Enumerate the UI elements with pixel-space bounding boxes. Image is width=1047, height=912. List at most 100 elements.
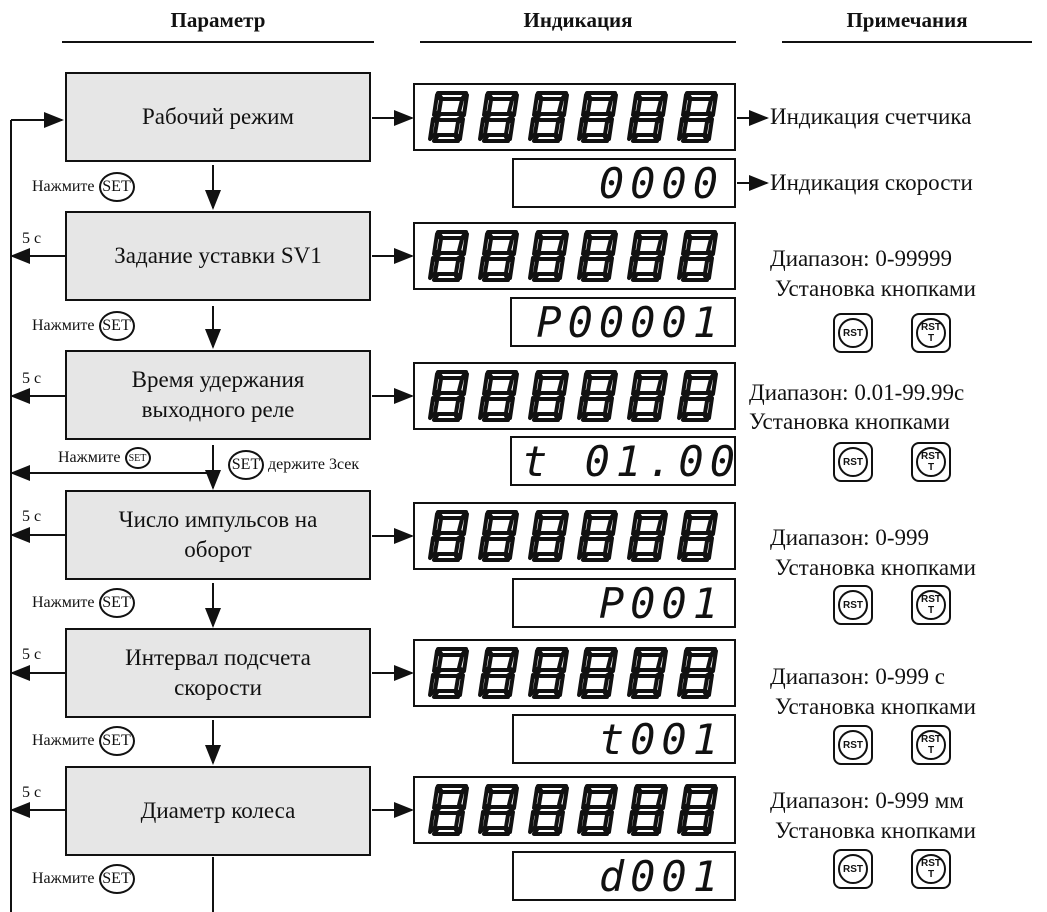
sub-display: t001 <box>512 714 736 764</box>
note-range: Диапазон: 0-999 мм <box>770 788 964 813</box>
rst-label: RST <box>921 858 941 869</box>
set-button-icon: SET <box>98 864 135 894</box>
main-display <box>413 222 736 290</box>
param-label: Интервал подсчета скорости <box>125 645 311 700</box>
note-range: Диапазон: 0-999 с <box>770 664 945 689</box>
seven-segment-digit <box>677 370 719 422</box>
header-param: Параметр <box>62 8 374 43</box>
seven-segment-digit <box>577 370 619 422</box>
set-button-icon: SET <box>124 447 151 469</box>
note-set-with-buttons: Установка кнопками <box>775 555 976 580</box>
note-set-with-buttons: Установка кнопками <box>775 276 976 301</box>
rst-label: RST <box>843 456 863 468</box>
timeout-label: 5 с <box>22 508 42 525</box>
seven-segment-digit <box>427 370 469 422</box>
seven-segment-digit <box>677 91 719 143</box>
press-text: Нажмите <box>32 870 95 887</box>
note-set-with-buttons: Установка кнопками <box>775 818 976 843</box>
param-box-sv1: Задание уставки SV1 <box>65 211 371 301</box>
rst-label: RST <box>921 322 941 333</box>
seven-segment-digit <box>577 647 619 699</box>
seven-segment-digit <box>427 510 469 562</box>
press-text: Нажмите <box>32 594 95 611</box>
note-range: Диапазон: 0-99999 <box>770 246 952 271</box>
t-label: T <box>927 745 935 756</box>
timeout-label: 5 с <box>22 646 42 663</box>
param-label: Число импульсов на оборот <box>118 507 318 562</box>
seven-segment-digit <box>477 784 519 836</box>
main-display <box>413 639 736 707</box>
seven-segment-digit <box>477 230 519 282</box>
main-display <box>413 502 736 570</box>
seven-segment-digit <box>577 91 619 143</box>
param-box-speed-interval: Интервал подсчета скорости <box>65 628 371 718</box>
param-label: Рабочий режим <box>141 104 294 129</box>
set-button-icon: SET <box>98 172 135 202</box>
rst-key-icon: RST <box>833 849 873 889</box>
rst-key-icon: RST <box>833 585 873 625</box>
header-notes: Примечания <box>782 8 1032 43</box>
t-label: T <box>927 333 935 344</box>
sub-display: t 01.00 <box>510 436 736 486</box>
rst-label: RST <box>921 734 941 745</box>
seven-segment-digit <box>477 91 519 143</box>
seven-segment-digit <box>477 647 519 699</box>
hold-text: держите 3сек <box>268 456 360 473</box>
press-text: Нажмите <box>32 178 95 195</box>
rst-label: RST <box>843 863 863 875</box>
rst-label: RST <box>843 327 863 339</box>
seven-segment-digit <box>627 510 669 562</box>
header-notes-label: Примечания <box>846 8 968 32</box>
t-label: T <box>927 869 935 880</box>
main-display <box>413 83 736 151</box>
seven-segment-digit <box>577 784 619 836</box>
seven-segment-digit <box>527 647 569 699</box>
param-box-work-mode: Рабочий режим <box>65 72 371 162</box>
header-param-rule <box>62 41 374 43</box>
seven-segment-digit <box>677 647 719 699</box>
seven-segment-digit <box>677 784 719 836</box>
seven-segment-digit <box>577 510 619 562</box>
rst-label: RST <box>843 739 863 751</box>
press-text: Нажмите <box>32 732 95 749</box>
seven-segment-digit <box>627 230 669 282</box>
param-label: Задание уставки SV1 <box>114 243 322 268</box>
seven-segment-digit <box>677 510 719 562</box>
seven-segment-digit <box>627 784 669 836</box>
header-notes-rule <box>782 41 1032 43</box>
header-param-label: Параметр <box>170 8 266 32</box>
seven-segment-digit <box>627 647 669 699</box>
seven-segment-digit <box>527 91 569 143</box>
set-button-icon: SET <box>98 726 135 756</box>
seven-segment-digit <box>477 510 519 562</box>
param-box-pulses: Число импульсов на оборот <box>65 490 371 580</box>
set-button-icon: SET <box>98 311 135 341</box>
seven-segment-digit <box>527 784 569 836</box>
param-box-hold-time: Время удержания выходного реле <box>65 350 371 440</box>
seven-segment-digit <box>427 91 469 143</box>
set-button-icon: SET <box>228 450 264 480</box>
press-text: Нажмите <box>58 449 121 466</box>
header-display-label: Индикация <box>523 8 633 32</box>
sub-display: 0000 <box>512 158 736 208</box>
t-label: T <box>927 605 935 616</box>
timeout-label: 5 с <box>22 784 42 801</box>
main-display <box>413 362 736 430</box>
seven-segment-digit <box>627 370 669 422</box>
note-range: Диапазон: 0-999 <box>770 525 929 550</box>
sub-display: P00001 <box>510 297 736 347</box>
t-label: T <box>927 462 935 473</box>
note-speed-display: Индикация скорости <box>770 170 973 195</box>
set-button-icon: SET <box>98 588 135 618</box>
note-range: Диапазон: 0.01-99.99с <box>749 380 965 405</box>
